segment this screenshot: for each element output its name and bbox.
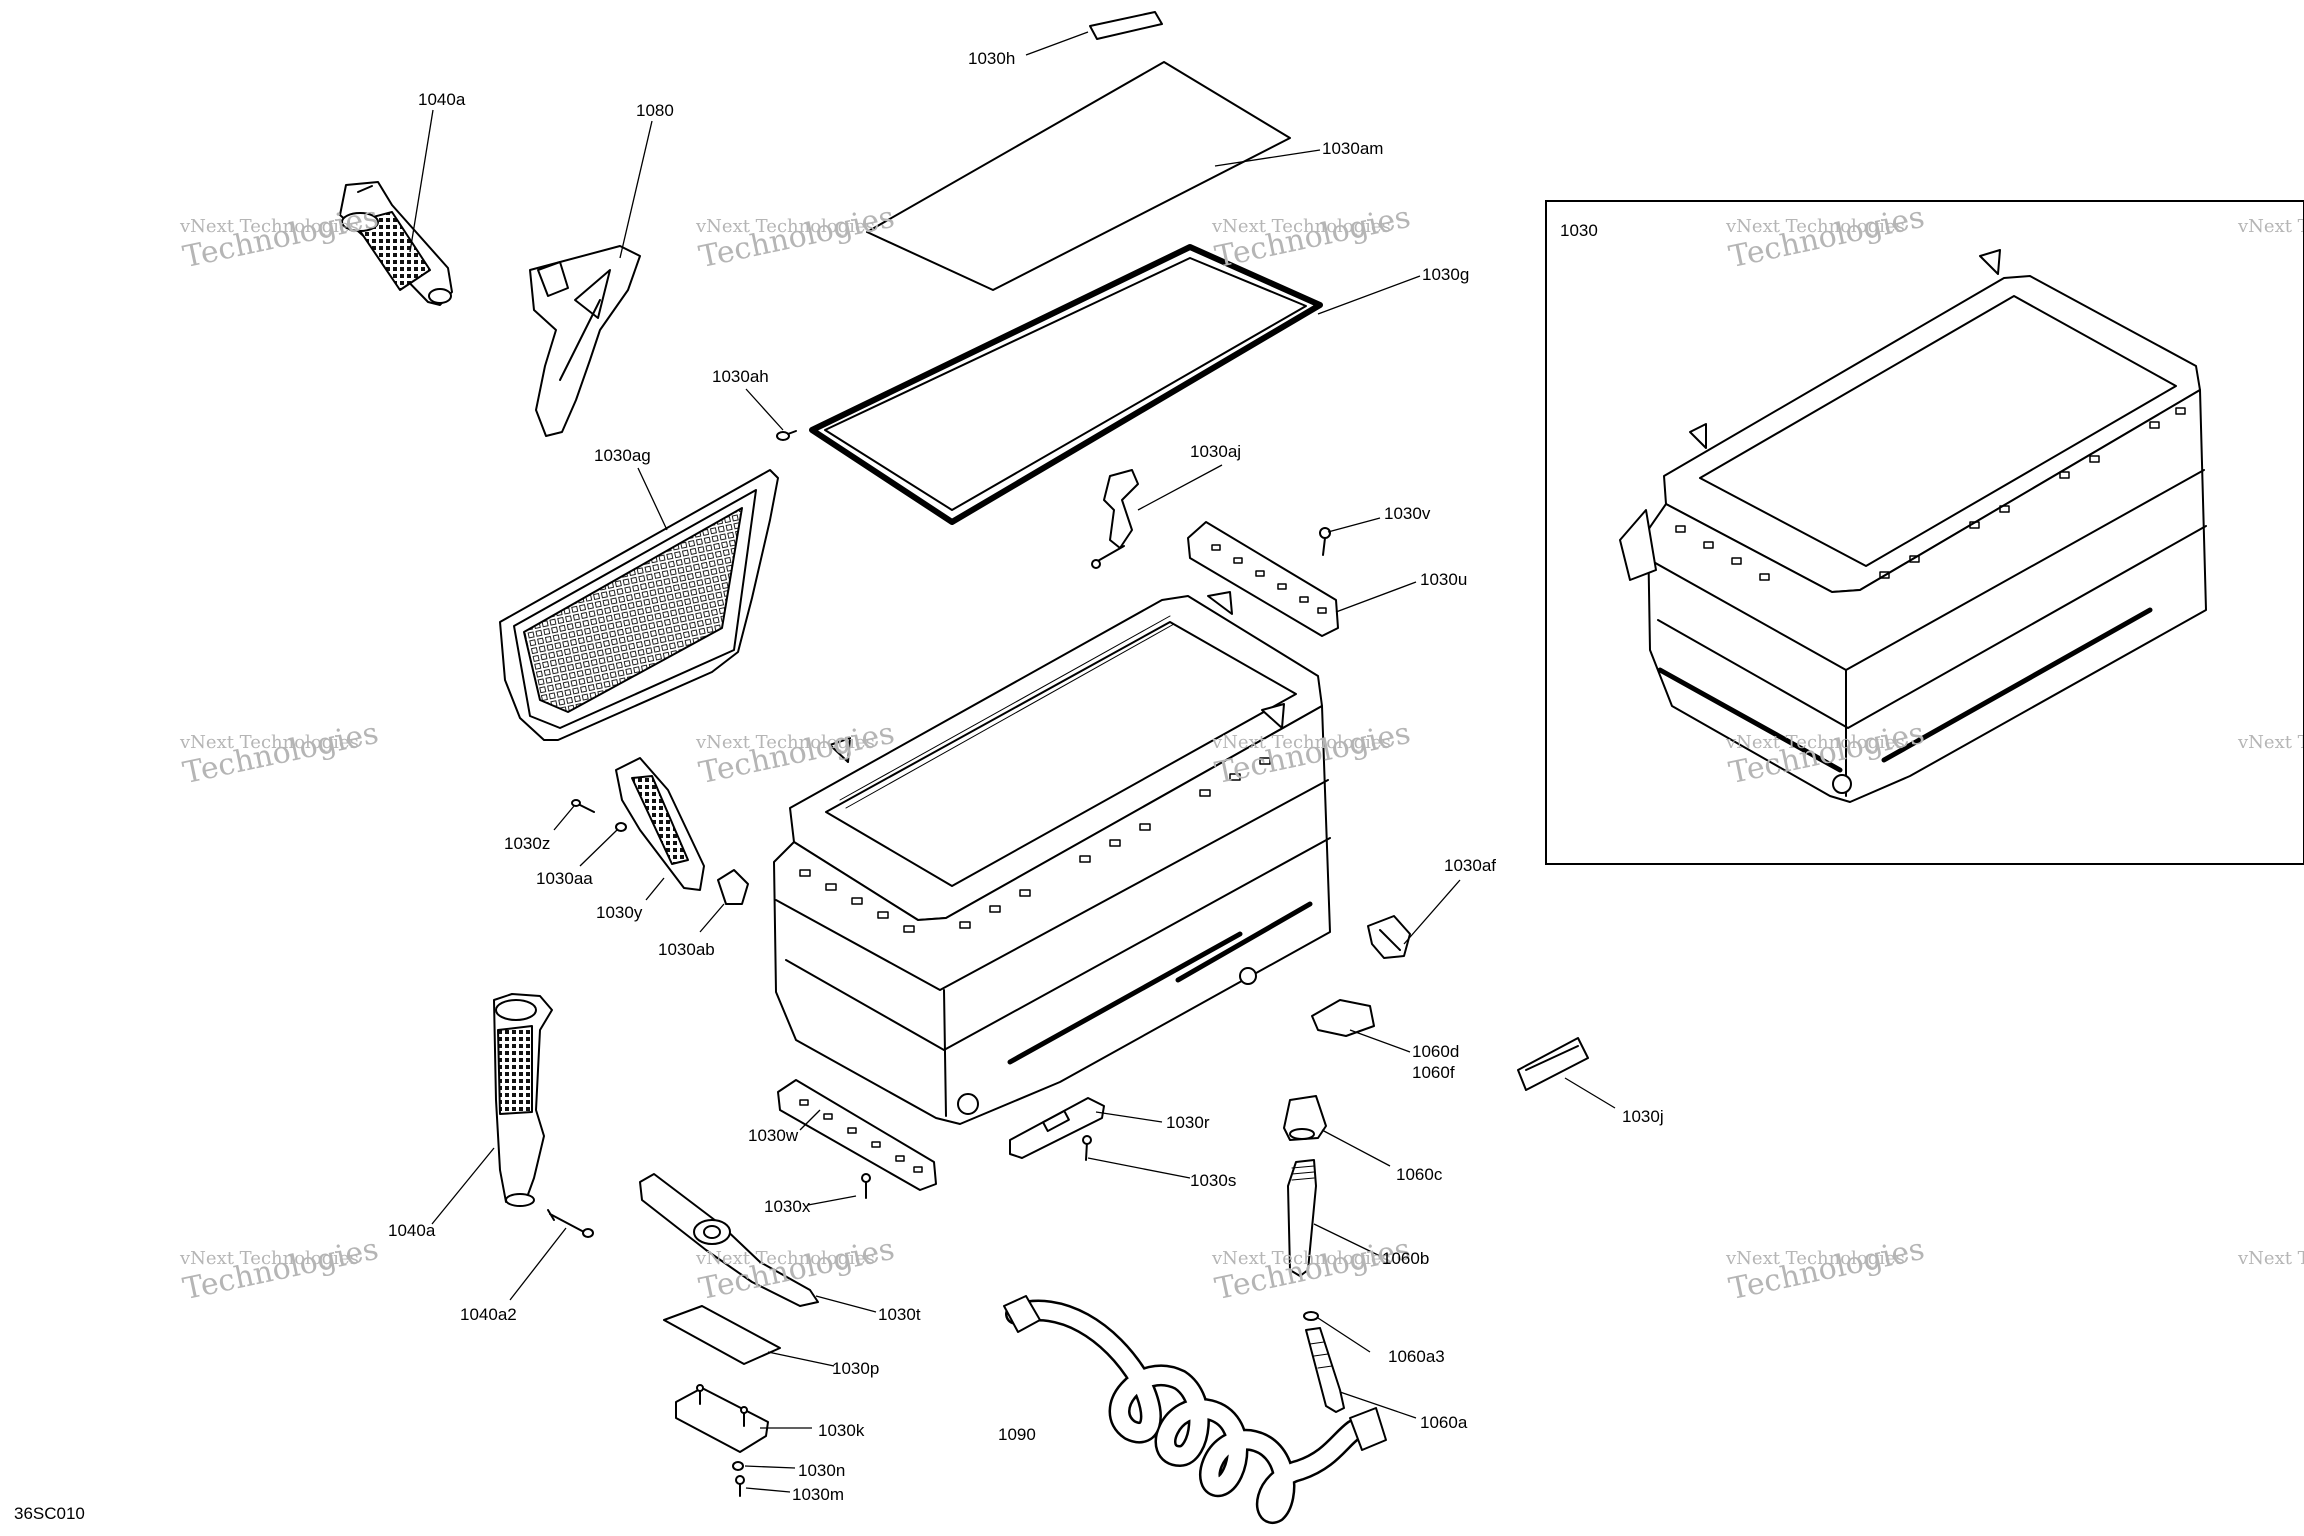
callout-1030t[interactable]: 1030t: [878, 1305, 921, 1324]
callout-1040a[interactable]: 1040a: [388, 1221, 436, 1240]
plate-1030r: [1009, 1097, 1105, 1159]
rail-1030u: [1187, 521, 1339, 637]
hose-1090: [1003, 1295, 1387, 1525]
decal-1030p: [663, 1305, 781, 1365]
callout-1030ah[interactable]: 1030ah: [712, 367, 769, 386]
callout-1030k[interactable]: 1030k: [818, 1421, 865, 1440]
washer-1030n: [732, 1461, 744, 1471]
screw-1030v: [1319, 527, 1331, 556]
latch-1030aj: [1091, 469, 1139, 569]
clip-1030ab: [717, 869, 749, 905]
rod-holder-bottom-1040a: [493, 993, 553, 1207]
callout-1030aj[interactable]: 1030aj: [1190, 442, 1242, 461]
callout-1060b[interactable]: 1060b: [1382, 1249, 1430, 1268]
callout-1030g[interactable]: 1030g: [1422, 265, 1470, 284]
mat-1030am: [866, 61, 1291, 291]
rod-holder-top-1040a: [339, 181, 453, 306]
callout-1030h[interactable]: 1030h: [968, 49, 1016, 68]
callout-1030p[interactable]: 1030p: [832, 1359, 880, 1378]
mesh-door-1030ag: [499, 469, 779, 741]
callout-1030v[interactable]: 1030v: [1384, 504, 1431, 523]
callout-1030s[interactable]: 1030s: [1190, 1171, 1237, 1190]
callout-1060a3[interactable]: 1060a3: [1388, 1347, 1445, 1366]
callout-1030y[interactable]: 1030y: [596, 903, 643, 922]
pin-1030ah: [776, 430, 797, 441]
decal-1060d: [1311, 999, 1375, 1037]
callout-1030u[interactable]: 1030u: [1420, 570, 1468, 589]
callout-1060c[interactable]: 1060c: [1396, 1165, 1443, 1184]
callout-1030m[interactable]: 1030m: [792, 1485, 844, 1504]
pin-1040a2: [547, 1209, 594, 1238]
rail-1030w: [777, 1079, 937, 1191]
callout-1060d[interactable]: 1060d: [1412, 1042, 1460, 1061]
callout-1030w[interactable]: 1030w: [748, 1126, 799, 1145]
callout-1060f[interactable]: 1060f: [1412, 1063, 1455, 1082]
plug-1030af: [1367, 915, 1411, 959]
callout-1030ag[interactable]: 1030ag: [594, 446, 651, 465]
callout-1080[interactable]: 1080: [636, 101, 674, 120]
oring-1060a3: [1303, 1311, 1319, 1321]
callout-1030am[interactable]: 1030am: [1322, 139, 1384, 158]
inset-frame: [1545, 200, 2304, 865]
callout-1030j[interactable]: 1030j: [1622, 1107, 1664, 1126]
callout-1040a2[interactable]: 1040a2: [460, 1305, 517, 1324]
main-box-body: [773, 591, 1331, 1125]
callout-1030af[interactable]: 1030af: [1444, 856, 1496, 875]
washer-1030aa: [615, 822, 627, 832]
screw-1030m: [735, 1475, 745, 1497]
callout-1030ab[interactable]: 1030ab: [658, 940, 715, 959]
fitting-1060c: [1283, 1095, 1327, 1141]
screw-1030z: [571, 799, 595, 813]
bracket-1080: [529, 245, 641, 437]
decal-1030j: [1517, 1037, 1589, 1091]
screw-1030s: [1082, 1135, 1092, 1161]
callout-1030n[interactable]: 1030n: [798, 1461, 846, 1480]
screw-1030x: [861, 1173, 871, 1199]
leader-lines: [409, 31, 1616, 1493]
gasket-1030g: [809, 244, 1323, 525]
tube-1060b: [1287, 1159, 1317, 1277]
callout-1090[interactable]: 1090: [998, 1425, 1036, 1444]
handle-1030y: [615, 757, 705, 891]
valve-1060a: [1305, 1327, 1345, 1413]
callout-1030x[interactable]: 1030x: [764, 1197, 811, 1216]
inset-assembled-view: [1619, 249, 2207, 803]
inset-label: 1030: [1560, 221, 1598, 240]
decal-1030h: [1089, 11, 1163, 40]
callout-1030aa[interactable]: 1030aa: [536, 869, 593, 888]
latch-bar-1030t: [639, 1173, 819, 1307]
callout-1060a[interactable]: 1060a: [1420, 1413, 1468, 1432]
figure-code: 36SC010: [14, 1504, 85, 1523]
callout-1030z[interactable]: 1030z: [504, 834, 551, 853]
bracket-1030k: [675, 1384, 769, 1453]
callout-1040a[interactable]: 1040a: [418, 90, 466, 109]
callout-1030r[interactable]: 1030r: [1166, 1113, 1210, 1132]
